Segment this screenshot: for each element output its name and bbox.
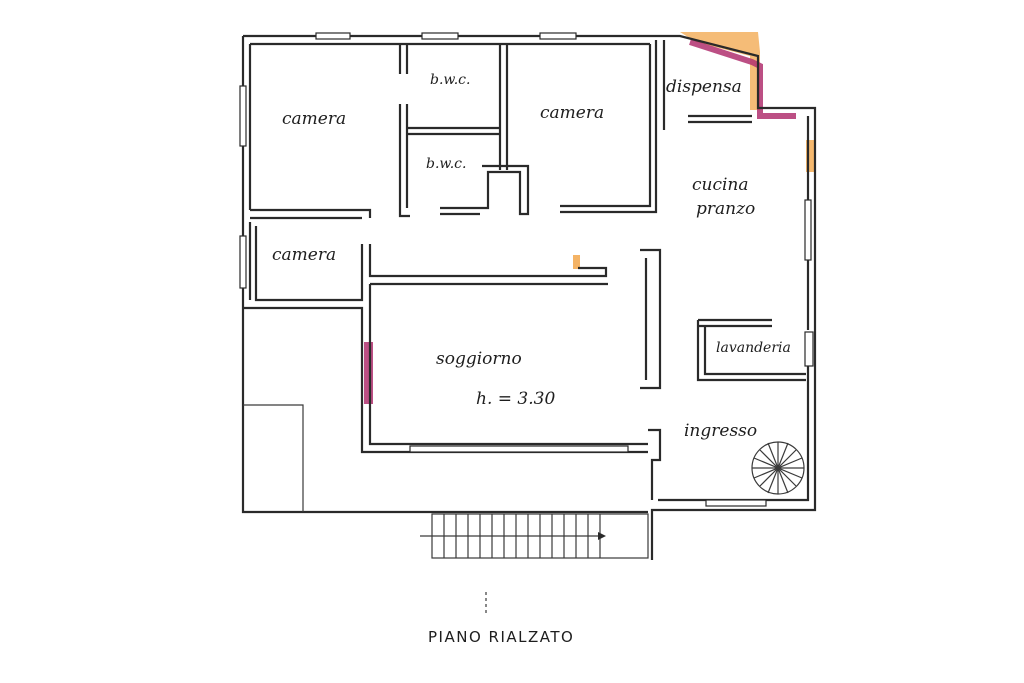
label-cucina: cucina xyxy=(692,175,749,195)
highlight-orange xyxy=(573,32,814,269)
windows xyxy=(239,32,814,507)
label-room-height: h. = 3.30 xyxy=(476,389,555,409)
label-camera-left: camera xyxy=(272,245,336,265)
label-camera-top-left: camera xyxy=(282,109,346,129)
label-camera-top-middle: camera xyxy=(540,103,604,123)
label-ingresso: ingresso xyxy=(684,421,757,441)
plan-title: PIANO RIALZATO xyxy=(428,628,574,646)
spiral-staircase xyxy=(751,441,805,495)
highlight-magenta xyxy=(364,39,796,404)
label-bwc-top: b.w.c. xyxy=(430,72,470,88)
label-pranzo: pranzo xyxy=(696,199,755,219)
entrance-stairs xyxy=(420,513,649,559)
label-soggiorno: soggiorno xyxy=(436,349,522,369)
label-lavanderia: lavanderia xyxy=(716,340,791,356)
label-bwc-lower: b.w.c. xyxy=(426,156,466,172)
label-dispensa: dispensa xyxy=(666,77,742,97)
